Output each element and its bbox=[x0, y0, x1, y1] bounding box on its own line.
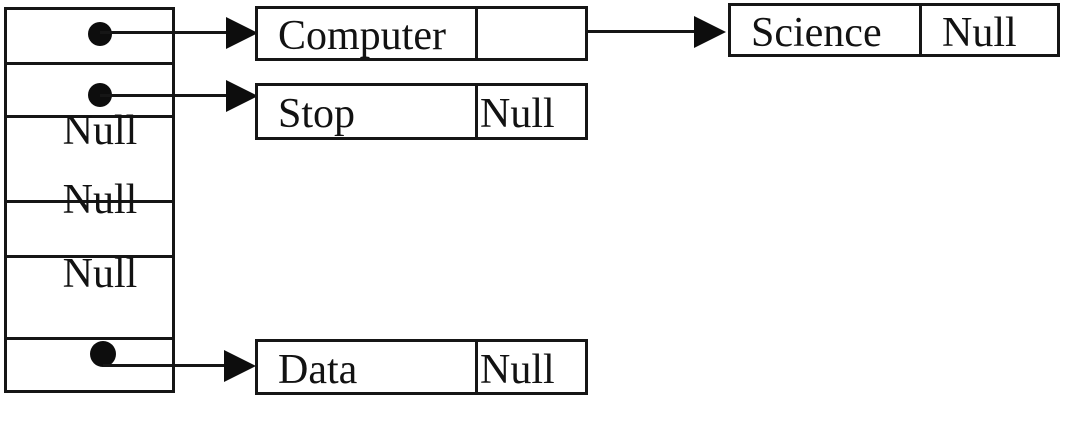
bucket-null-label: Null bbox=[62, 251, 138, 297]
arrow-line-bucket1-to-stop bbox=[100, 94, 228, 97]
node-value-cell: Data bbox=[258, 342, 478, 392]
node-value-text: Data bbox=[278, 346, 358, 392]
node-next-cell: Null bbox=[922, 6, 1057, 54]
node-stop: Stop Null bbox=[255, 83, 588, 140]
row-divider bbox=[7, 255, 172, 258]
node-science: Science Null bbox=[728, 3, 1060, 57]
bucket-array bbox=[4, 7, 175, 393]
node-value-text: Computer bbox=[278, 13, 446, 58]
arrow-line-bucket5-to-data bbox=[103, 364, 226, 367]
arrow-head-icon bbox=[224, 350, 256, 382]
arrow-line-bucket0-to-computer bbox=[100, 31, 228, 34]
node-next-text: Null bbox=[942, 9, 1017, 54]
node-next-text: Null bbox=[480, 346, 555, 392]
row-divider bbox=[7, 62, 172, 65]
bucket-null-label: Null bbox=[62, 108, 138, 154]
node-computer: Computer bbox=[255, 6, 588, 61]
pointer-dot-icon bbox=[88, 22, 112, 46]
arrow-head-icon bbox=[694, 16, 726, 48]
bucket-null-label: Null bbox=[62, 177, 138, 223]
arrow-line-computer-to-science bbox=[561, 30, 697, 33]
node-value-cell: Science bbox=[731, 6, 922, 54]
node-next-cell: Null bbox=[478, 342, 585, 392]
node-next-cell: Null bbox=[478, 86, 585, 137]
node-value-cell: Computer bbox=[258, 9, 478, 58]
row-divider bbox=[7, 337, 172, 340]
row-divider bbox=[7, 115, 172, 118]
node-value-cell: Stop bbox=[258, 86, 478, 137]
arrow-head-icon bbox=[226, 17, 258, 49]
node-value-text: Science bbox=[751, 9, 882, 54]
node-data: Data Null bbox=[255, 339, 588, 395]
row-divider bbox=[7, 200, 172, 203]
node-next-text: Null bbox=[480, 91, 555, 137]
arrow-head-icon bbox=[226, 80, 258, 112]
node-next-cell bbox=[478, 9, 585, 58]
node-value-text: Stop bbox=[278, 91, 356, 137]
pointer-dot-icon bbox=[90, 341, 116, 367]
